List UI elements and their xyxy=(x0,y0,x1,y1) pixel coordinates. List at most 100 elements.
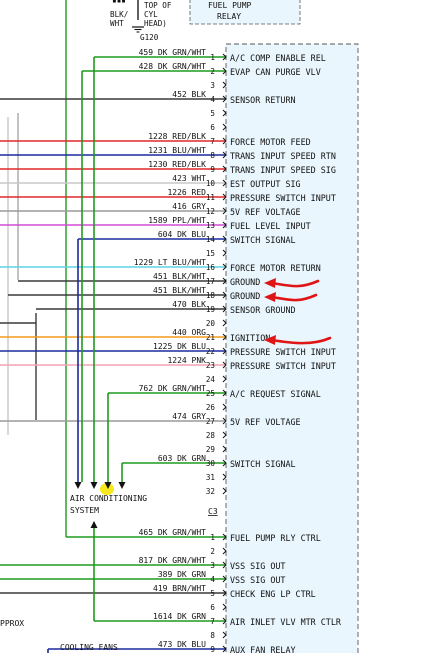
pin-number-c3-3: 3 xyxy=(210,81,215,90)
pin-terminal-icon xyxy=(222,137,227,145)
pin-function-c3-13: FUEL LEVEL INPUT xyxy=(230,221,311,231)
pin-terminal-icon xyxy=(222,445,227,453)
wire-label-c3-4: 452 BLK xyxy=(172,90,206,99)
pin-function-c3-7: FORCE MOTOR FEED xyxy=(230,137,311,147)
pin-number-c3-28: 28 xyxy=(206,431,216,440)
pin-number-c3-9: 9 xyxy=(210,165,215,174)
pin-function-c3-21: IGNITION xyxy=(230,333,270,343)
pin-number-c3-16: 16 xyxy=(206,263,216,272)
pin-number-c3-5: 5 xyxy=(210,109,215,118)
pin-terminal-icon xyxy=(222,617,227,625)
pin-terminal-icon xyxy=(222,151,227,159)
pin-terminal-icon xyxy=(222,221,227,229)
wire-label-c3-11: 1226 RED xyxy=(167,188,206,197)
pin-number-c2-7: 7 xyxy=(210,617,215,626)
red-annotation-arrow xyxy=(264,292,318,302)
pin-number-c2-1: 1 xyxy=(210,533,215,542)
annotation-arrows xyxy=(264,278,332,345)
connection-arrow-icon xyxy=(90,482,98,489)
pin-number-c3-13: 13 xyxy=(206,221,215,230)
pin-number-c3-18: 18 xyxy=(206,291,216,300)
pin-number-c3-14: 14 xyxy=(206,235,216,244)
fuel-pump-relay-box xyxy=(189,0,301,25)
wire-label-c3-16: 1229 LT BLU/WHT xyxy=(134,258,206,267)
pin-terminal-icon xyxy=(222,375,227,383)
pin-terminal-icon xyxy=(222,347,227,355)
pin-terminal-icon xyxy=(222,487,227,495)
pin-number-c3-7: 7 xyxy=(210,137,215,146)
pin-number-c3-29: 29 xyxy=(206,445,216,454)
pin-terminal-icon xyxy=(222,95,227,103)
pin-terminal-icon xyxy=(222,53,227,61)
pin-function-c3-17: GROUND xyxy=(230,277,260,287)
pin-number-c3-2: 2 xyxy=(210,67,215,76)
pin-terminal-icon xyxy=(222,109,227,117)
pcm-module-box xyxy=(225,43,359,653)
wire-label-c3-2: 428 DK GRN/WHT xyxy=(139,62,207,71)
wire-code-blk-wht: BLK/WHT xyxy=(110,10,128,28)
pin-number-c3-26: 26 xyxy=(206,403,216,412)
pin-function-c3-11: PRESSURE SWITCH INPUT xyxy=(230,193,336,203)
pin-terminal-icon xyxy=(222,263,227,271)
pin-function-c3-10: EST OUTPUT SIG xyxy=(230,179,301,189)
pin-number-c3-19: 19 xyxy=(206,305,216,314)
approx-label: PPROX xyxy=(0,619,24,628)
pin-terminal-icon xyxy=(222,361,227,369)
pin-function-c3-12: 5V REF VOLTAGE xyxy=(230,207,301,217)
fuel-pump-relay-title-1: FUEL PUMP xyxy=(208,1,252,10)
pin-function-c3-16: FORCE MOTOR RETURN xyxy=(230,263,321,273)
pin-terminal-icon xyxy=(222,67,227,75)
pin-terminal-icon xyxy=(222,547,227,555)
pin-terminal-icon xyxy=(222,81,227,89)
pin-function-c3-14: SWITCH SIGNAL xyxy=(230,235,296,245)
pin-function-c2-3: VSS SIG OUT xyxy=(230,561,285,571)
wire-label-c2-7: 1614 DK GRN xyxy=(153,612,206,621)
highlight-dot xyxy=(100,483,114,495)
wire-code-top-fragment: ▪▪▪ xyxy=(112,0,126,5)
pin-terminal-icon xyxy=(222,473,227,481)
cooling-fans-label: COOLING FANS xyxy=(60,643,118,652)
pin-function-c3-27: 5V REF VOLTAGE xyxy=(230,417,301,427)
pin-function-c3-4: SENSOR RETURN xyxy=(230,95,296,105)
pin-function-c3-19: SENSOR GROUND xyxy=(230,305,296,315)
wire-label-c3-25: 762 DK GRN/WHT xyxy=(139,384,207,393)
pin-number-c3-27: 27 xyxy=(206,417,215,426)
pin-number-c3-21: 21 xyxy=(206,333,216,342)
wire-label-c2-5: 419 BRN/WHT xyxy=(153,584,206,593)
ground-label: G120 xyxy=(140,33,159,42)
pin-terminal-icon xyxy=(222,193,227,201)
wire-label-c2-3: 817 DK GRN/WHT xyxy=(139,556,207,565)
wire-label-c3-8: 1231 BLU/WHT xyxy=(148,146,206,155)
pin-number-c3-31: 31 xyxy=(206,473,216,482)
pin-number-c2-3: 3 xyxy=(210,561,215,570)
pin-number-c3-15: 15 xyxy=(206,249,215,258)
pin-function-c2-9: AUX FAN RELAY xyxy=(230,645,296,653)
red-annotation-arrow xyxy=(264,335,332,345)
wire-label-c3-17: 451 BLK/WHT xyxy=(153,272,206,281)
wire-label-c3-7: 1228 RED/BLK xyxy=(148,132,206,141)
wire-label-c3-27: 474 GRY xyxy=(172,412,206,421)
pin-terminal-icon xyxy=(222,165,227,173)
pin-number-c3-12: 12 xyxy=(206,207,215,216)
pin-function-c2-4: VSS SIG OUT xyxy=(230,575,285,585)
pin-terminal-icon xyxy=(222,459,227,467)
pin-terminal-icon xyxy=(222,631,227,639)
pin-function-c3-23: PRESSURE SWITCH INPUT xyxy=(230,361,336,371)
ac-system-label-2: SYSTEM xyxy=(70,506,99,515)
pin-number-c3-1: 1 xyxy=(210,53,215,62)
pin-terminal-icon xyxy=(222,561,227,569)
pin-terminal-icon xyxy=(222,277,227,285)
pin-number-c2-6: 6 xyxy=(210,603,215,612)
pin-terminal-icon xyxy=(222,291,227,299)
wire-label-c3-23: 1224 PNK xyxy=(167,356,206,365)
pin-number-c2-5: 5 xyxy=(210,589,215,598)
wire-label-c2-4: 389 DK GRN xyxy=(158,570,206,579)
fuel-pump-relay-title-2: RELAY xyxy=(217,12,241,21)
wire-label-c3-10: 423 WHT xyxy=(172,174,206,183)
pin-function-c2-7: AIR INLET VLV MTR CTLR xyxy=(230,617,342,627)
pin-terminal-icon xyxy=(222,123,227,131)
pin-function-c3-8: TRANS INPUT SPEED RTN xyxy=(230,151,336,161)
pin-terminal-icon xyxy=(222,319,227,327)
